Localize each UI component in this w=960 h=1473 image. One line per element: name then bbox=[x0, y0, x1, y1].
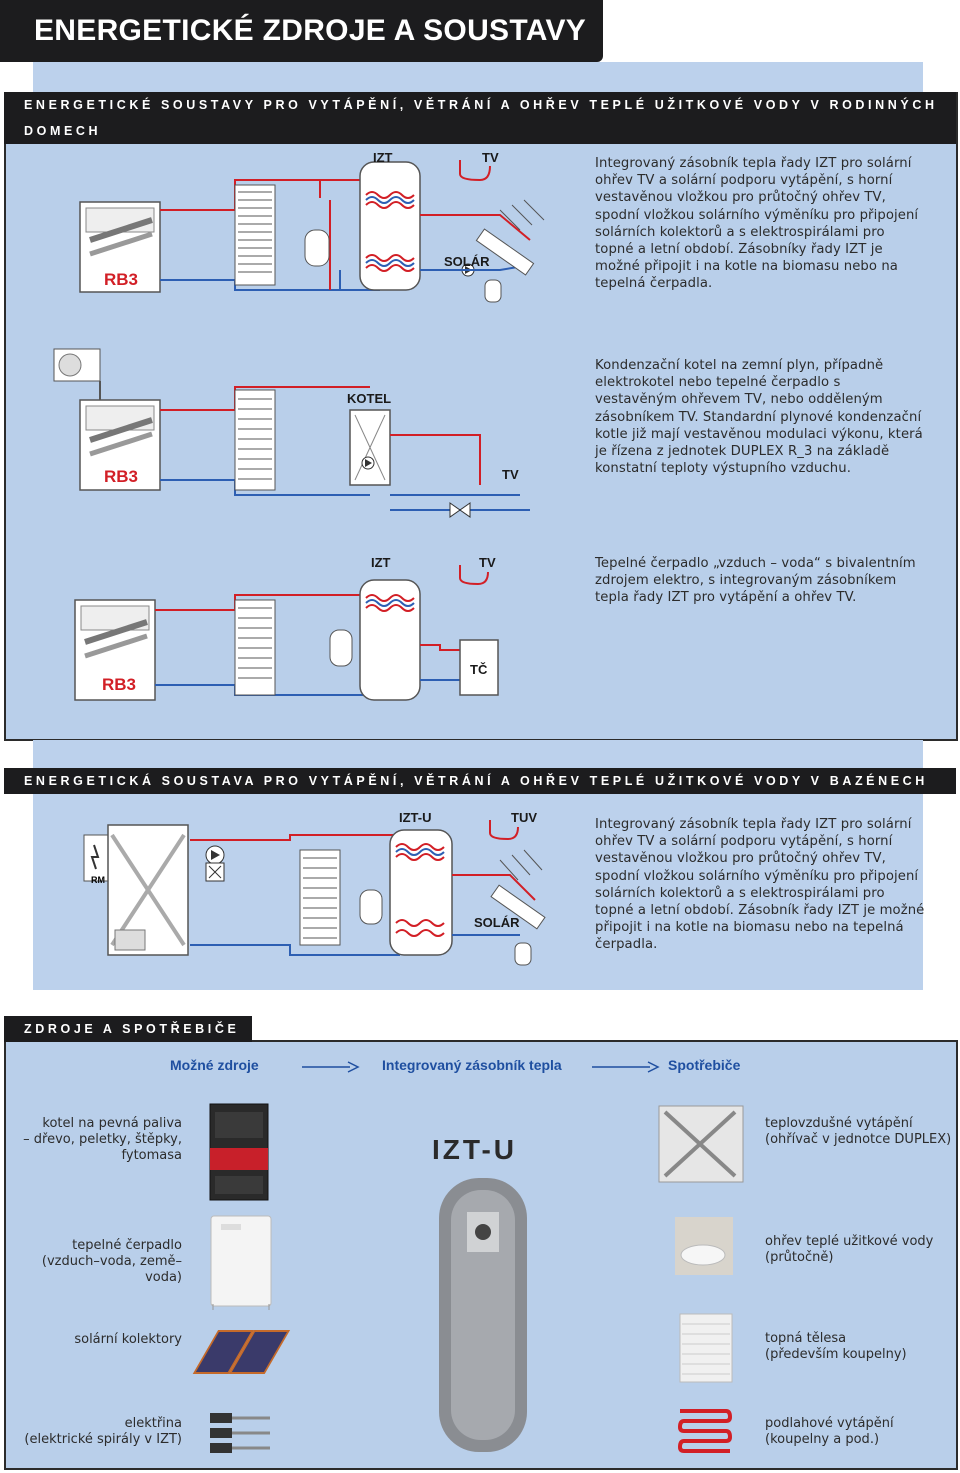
tank-column-title: Integrovaný zásobník tepla bbox=[382, 1057, 562, 1073]
section2-description: Integrovaný zásobník tepla řady IZT pro … bbox=[595, 817, 925, 953]
source-heat-pump: tepelné čerpadlo(vzduch–voda, země–voda) bbox=[41, 1238, 182, 1285]
sources-title: Možné zdroje bbox=[170, 1057, 259, 1073]
tank-label: IZT bbox=[371, 555, 391, 570]
rm-unit-icon: RM bbox=[83, 824, 189, 956]
diagram-pool: RM IZT-U TUV SOLÁR bbox=[83, 810, 546, 966]
boiler-icon bbox=[349, 409, 391, 486]
section1-header: ENERGETICKÉ SOUSTAVY PRO VYTÁPĚNÍ, VĚTRÁ… bbox=[4, 92, 956, 144]
page-title: ENERGETICKÉ ZDROJE A SOUSTAVY bbox=[34, 14, 587, 47]
tank-label: IZT bbox=[373, 150, 393, 165]
radiator-icon bbox=[234, 184, 276, 286]
solar-label: SOLÁR bbox=[474, 915, 520, 930]
source-solar: solární kolektory bbox=[74, 1332, 182, 1347]
wash-basin-icon bbox=[675, 1217, 733, 1275]
heat-pump-icon bbox=[210, 1215, 272, 1310]
expansion-vessel-icon bbox=[359, 889, 383, 925]
consumers-title: Spotřebiče bbox=[668, 1057, 741, 1073]
row2-description: Kondenzační kotel na zemní plyn, případn… bbox=[595, 358, 923, 477]
hot-water-label: TV bbox=[502, 467, 519, 482]
consumer-air-heating: teplovzdušné vytápění(ohřívač v jednotce… bbox=[765, 1116, 952, 1147]
diagram-heat-pump: RB3 IZT TV TČ bbox=[74, 555, 499, 701]
expansion-vessel-icon bbox=[304, 229, 330, 267]
row3-description: Tepelné čerpadlo „vzduch – voda“ s bival… bbox=[595, 556, 916, 606]
consumer-radiators: topná tělesa(především koupelny) bbox=[765, 1331, 907, 1362]
izt-tank-icon bbox=[359, 161, 421, 291]
duplex-unit-icon bbox=[658, 1105, 744, 1183]
source-solid-fuel: kotel na pevná paliva– dřevo, peletky, š… bbox=[23, 1116, 182, 1163]
radiator-icon bbox=[234, 389, 276, 491]
rb3-unit-icon: RB3 bbox=[79, 399, 161, 491]
hot-water-label: TV bbox=[479, 555, 496, 570]
outdoor-unit-icon bbox=[53, 348, 101, 382]
heat-pump-label: TČ bbox=[470, 662, 488, 677]
pump-icon bbox=[205, 845, 225, 865]
expansion-vessel-icon bbox=[329, 629, 353, 667]
fan-icon bbox=[205, 862, 225, 882]
solar-collector-icon bbox=[490, 849, 546, 930]
solid-fuel-boiler-icon bbox=[209, 1103, 269, 1201]
izt-u-tank-icon bbox=[389, 829, 453, 956]
rb3-unit-icon: RB3 bbox=[79, 201, 161, 293]
hot-water-label: TUV bbox=[511, 810, 537, 825]
rm-label: RM bbox=[91, 875, 105, 885]
row1-description: Integrovaný zásobník tepla řady IZT pro … bbox=[595, 156, 919, 292]
arrow-icon bbox=[302, 1061, 360, 1073]
section2-header: ENERGETICKÁ SOUSTAVA PRO VYTÁPĚNÍ, VĚTRÁ… bbox=[4, 768, 956, 794]
heat-pump-unit-icon: TČ bbox=[459, 639, 499, 696]
section3-header: ZDROJE A SPOTŘEBIČE bbox=[4, 1016, 252, 1042]
radiator-icon bbox=[299, 849, 341, 946]
consumer-hot-water: ohřev teplé užitkové vody(průtočně) bbox=[765, 1234, 934, 1265]
floor-heating-icon bbox=[677, 1409, 733, 1453]
iztu-title: IZT-U bbox=[432, 1134, 517, 1165]
solar-collectors-icon bbox=[192, 1330, 291, 1374]
header-band bbox=[33, 62, 923, 92]
solar-label: SOLÁR bbox=[444, 254, 490, 269]
arrow-icon bbox=[592, 1061, 660, 1073]
consumer-floor-heating: podlahové vytápění(koupelny a pod.) bbox=[765, 1416, 894, 1447]
diagram-kotel: RB3 KOTEL TV bbox=[53, 348, 530, 518]
electric-heater-icon bbox=[210, 1413, 270, 1453]
rb3-unit-icon: RB3 bbox=[74, 599, 156, 701]
tank-label: IZT-U bbox=[399, 810, 432, 825]
izt-tank-icon bbox=[359, 579, 421, 701]
unit-label: RB3 bbox=[104, 270, 138, 289]
unit-label: RB3 bbox=[102, 675, 136, 694]
hot-water-label: TV bbox=[482, 150, 499, 165]
iztu-tank-photo-icon bbox=[439, 1178, 527, 1452]
radiator-icon bbox=[234, 599, 276, 696]
radiator-icon bbox=[679, 1313, 733, 1383]
section1-panel bbox=[4, 92, 958, 741]
boiler-label: KOTEL bbox=[347, 391, 391, 406]
diagram-izt-solar: RB3 IZT TV SOLÁR bbox=[79, 150, 545, 303]
title-bar bbox=[0, 0, 603, 62]
solar-collector-icon bbox=[475, 199, 545, 276]
source-electric: elektřina(elektrické spirály v IZT) bbox=[24, 1416, 182, 1447]
unit-label: RB3 bbox=[104, 467, 138, 486]
